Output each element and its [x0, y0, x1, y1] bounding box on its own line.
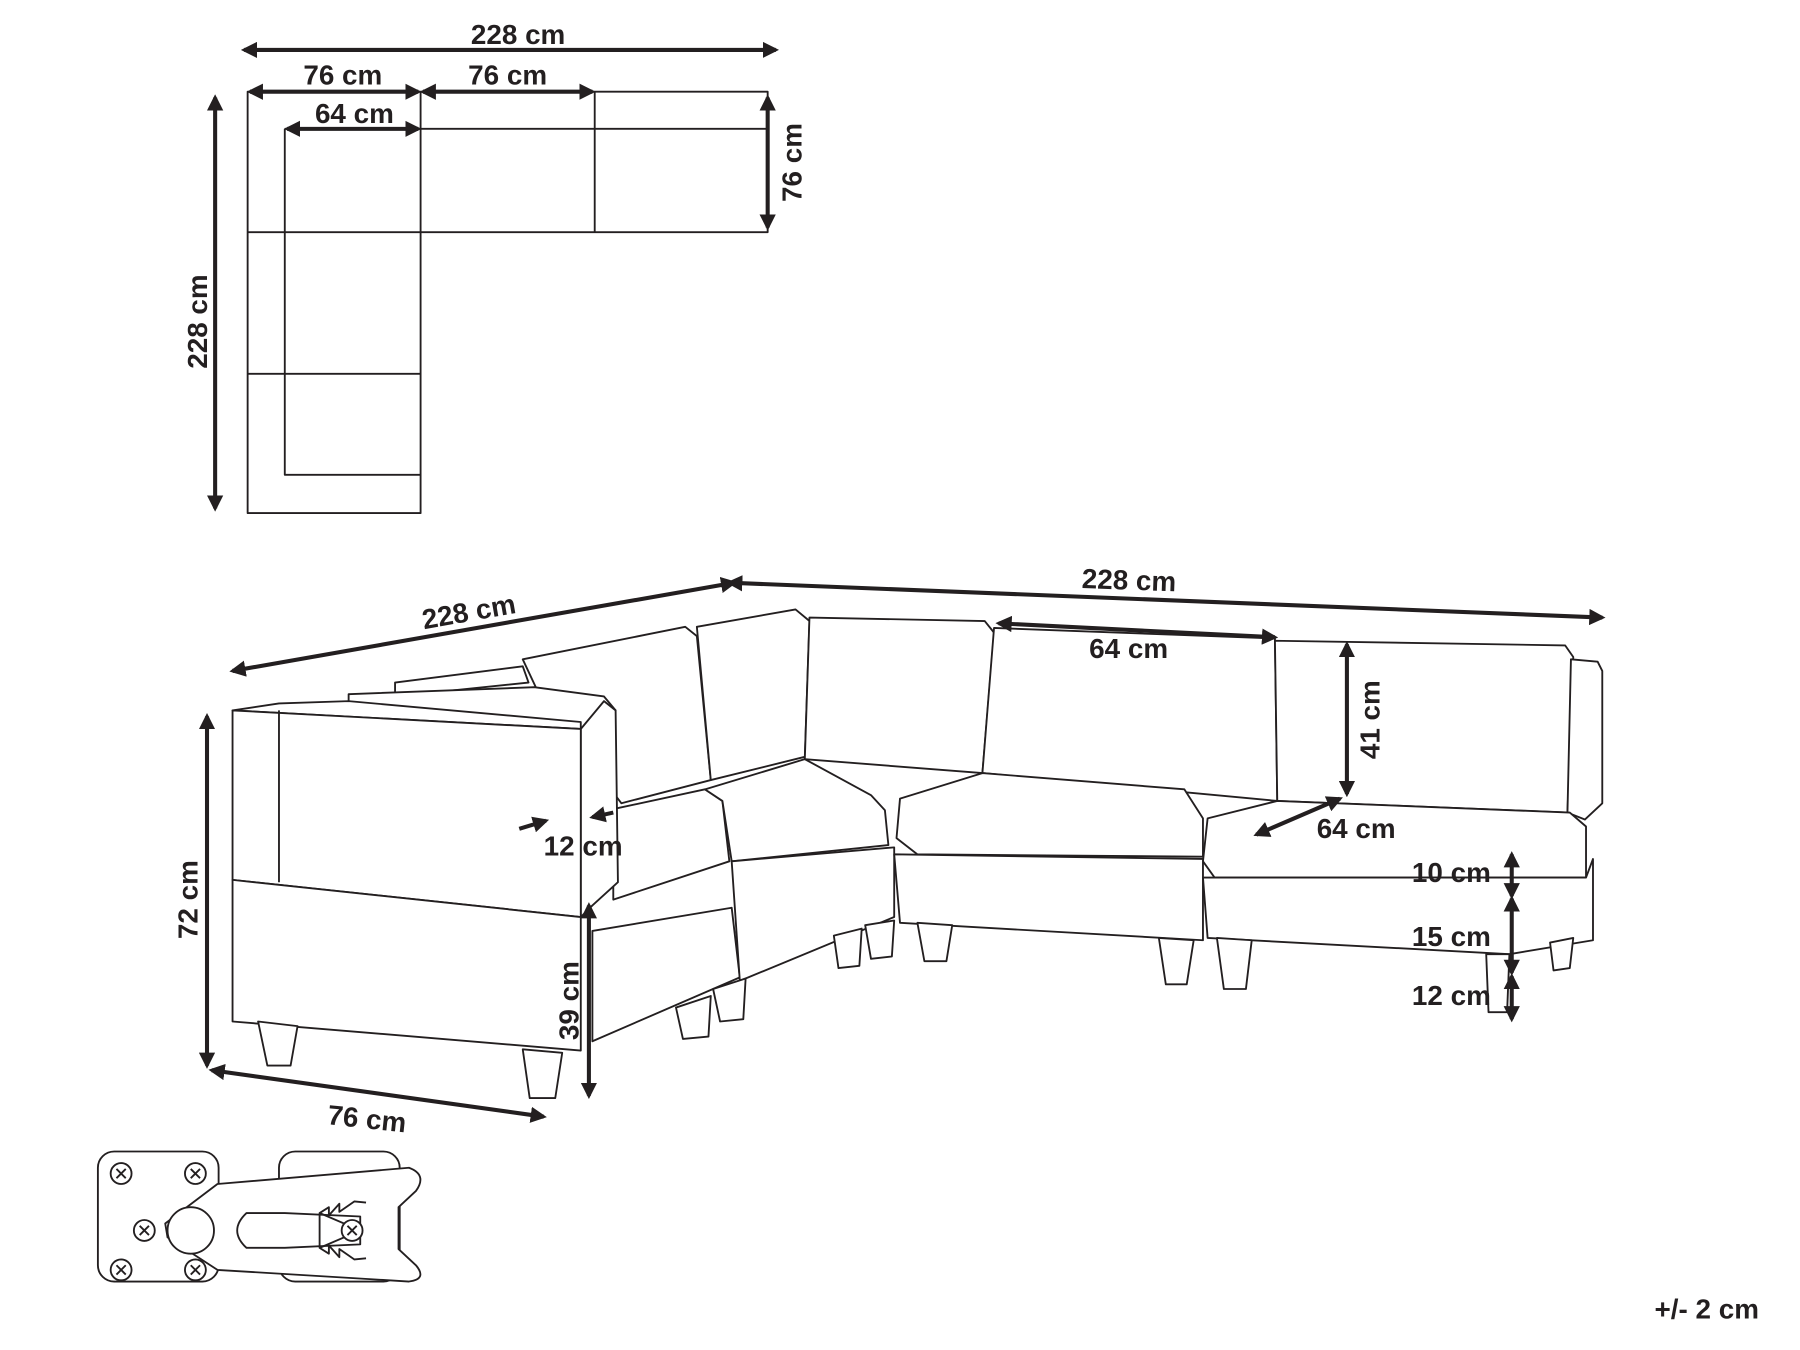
base-1: [591, 906, 741, 1043]
label-back-height: 41 cm: [1354, 680, 1385, 759]
label-plan-module-1: 76 cm: [303, 60, 382, 91]
leg: [675, 995, 712, 1040]
back-cushion-5: [1274, 639, 1575, 814]
label-total-height: 72 cm: [173, 860, 204, 939]
label-seat-width: 64 cm: [1089, 633, 1168, 664]
label-plan-length: 228 cm: [182, 274, 213, 368]
bracket-pin: [166, 1206, 215, 1255]
leg: [712, 977, 747, 1023]
screw-icons: [109, 1162, 364, 1282]
leg: [1157, 936, 1195, 986]
dim-armrest-in: [518, 816, 550, 833]
connector-bracket-illustration: [96, 1150, 422, 1283]
label-leg-height: 12 cm: [1412, 980, 1491, 1011]
label-base-height: 15 cm: [1412, 921, 1491, 952]
base-3: [893, 853, 1204, 942]
dim-right-length: [726, 575, 1606, 626]
bracket-teeth: [318, 1200, 367, 1261]
label-armrest-width: 12 cm: [544, 831, 623, 862]
label-plan-depth: 76 cm: [776, 123, 807, 202]
base-4: [1202, 858, 1594, 956]
arm-side: [579, 700, 619, 918]
plan-outline: [246, 90, 769, 514]
screw-icon: [184, 1258, 207, 1282]
label-seat-depth: 64 cm: [1317, 813, 1396, 844]
screw-icon: [109, 1162, 133, 1185]
dim-armrest-out: [589, 806, 614, 823]
back-cushion-2: [695, 608, 811, 781]
leg: [1215, 936, 1253, 990]
dim-seat-depth: [1253, 796, 1343, 837]
label-seat-height: 39 cm: [553, 961, 584, 1040]
tolerance-label: +/- 2 cm: [1655, 1294, 1759, 1325]
label-plan-module-2: 76 cm: [468, 60, 547, 91]
sofa-perspective: 228 cm 228 cm 64 cm 41 cm 64 cm 12 cm 10…: [173, 563, 1606, 1138]
dim-left-length: [229, 576, 738, 677]
screw-icon: [184, 1162, 207, 1185]
label-plan-seat: 64 cm: [315, 98, 394, 129]
label-right-length: 228 cm: [1081, 563, 1176, 597]
screw-icon: [109, 1258, 133, 1282]
seat-cushion-1: [612, 788, 731, 901]
right-back-edge: [1566, 658, 1604, 821]
dim-module-depth: [208, 1064, 547, 1123]
seat-cushion-3: [895, 772, 1204, 858]
label-plan-total-width: 228 cm: [471, 19, 565, 50]
back-cushion-3: [803, 616, 995, 775]
dim-seat-width: [995, 615, 1279, 645]
leg: [521, 1048, 564, 1100]
screw-icon: [132, 1219, 156, 1242]
seat-cushion-2: [704, 758, 890, 863]
label-cushion-height: 10 cm: [1412, 857, 1491, 888]
leg: [864, 919, 896, 960]
plan-view: 228 cm 76 cm 76 cm 64 cm 76 cm 228 cm: [182, 19, 807, 514]
leg: [1549, 936, 1575, 972]
leg: [257, 1020, 299, 1067]
leg: [916, 921, 954, 963]
label-module-depth: 76 cm: [326, 1099, 408, 1138]
leg: [832, 927, 863, 970]
plan-inner-lines: [247, 91, 768, 476]
screw-icon: [340, 1219, 364, 1242]
base-2: [730, 846, 896, 982]
